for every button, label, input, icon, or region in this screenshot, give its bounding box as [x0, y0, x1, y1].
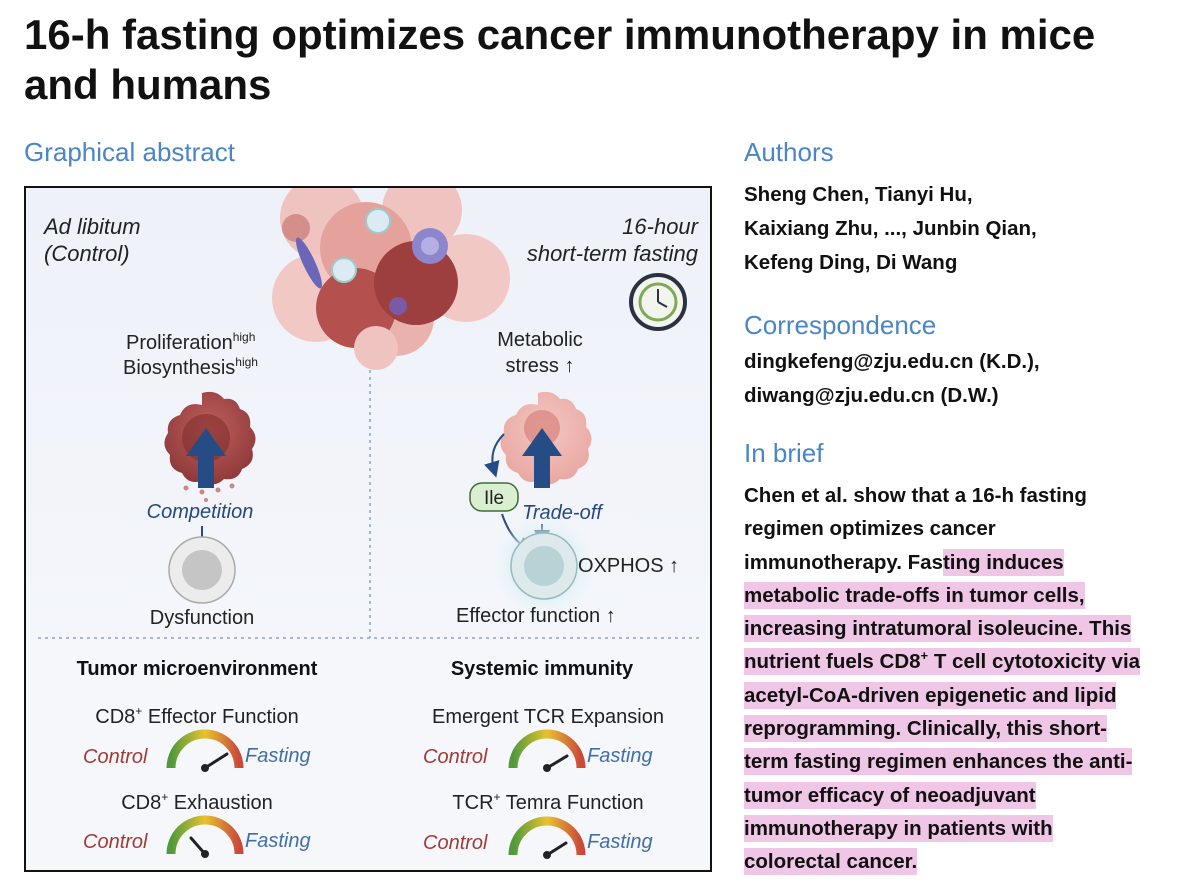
gauge-tcr-temra: [508, 816, 586, 859]
systemic-immunity-heading: Systemic immunity: [451, 658, 634, 680]
brief-sup: +: [920, 648, 929, 664]
oxphos-label: OXPHOS ↑: [578, 555, 679, 577]
lower-panel-background: [26, 638, 710, 870]
gauge-cd8-exhaustion: [166, 815, 244, 858]
correspondence-heading: Correspondence: [744, 310, 937, 340]
proliferation-text: Proliferation: [126, 332, 233, 354]
in-brief-heading: In brief: [744, 438, 824, 468]
metabolic-label: Metabolic: [497, 329, 583, 351]
brief-highlight: metabolic trade-offs in tumor cells,: [744, 581, 1085, 609]
gauge-cd8-effector: [166, 729, 244, 772]
effector-function-label: Effector function ↑: [456, 605, 616, 627]
control-label: Control: [83, 746, 148, 768]
fasting-label: Fasting: [587, 831, 653, 853]
isoleucine-label: Ile: [484, 488, 504, 509]
cd8-exhaustion-label: CD8+ Exhaustion: [121, 790, 273, 814]
in-brief-text: Chen et al. show that a 16-h fasting reg…: [744, 479, 1194, 879]
brief-line: acetyl-CoA-driven epigenetic and lipid: [744, 679, 1194, 712]
authors-line: Sheng Chen, Tianyi Hu,: [744, 183, 973, 206]
condition-control: (Control): [44, 241, 130, 266]
tumor-microenvironment-heading: Tumor microenvironment: [77, 658, 318, 680]
cd8-prefix: CD8: [121, 792, 161, 814]
graphical-abstract-svg: Ad libitum (Control) 16-hour short-term …: [26, 188, 710, 870]
condition-ad-libitum: Ad libitum: [42, 214, 141, 239]
brief-highlight: ting induces: [942, 548, 1064, 576]
fasting-label: Fasting: [245, 745, 311, 767]
brief-highlight: increasing intratumoral isoleucine. This: [744, 615, 1132, 643]
biosynthesis-sup: high: [235, 355, 258, 369]
dots: [183, 483, 235, 502]
brief-text-span: regimen optimizes cancer: [744, 517, 996, 541]
dysfunction-label: Dysfunction: [150, 607, 255, 629]
tcr-temra-label: TCR+ Temra Function: [452, 790, 643, 814]
brief-line: reprogramming. Clinically, this short-: [744, 712, 1194, 745]
authors-heading: Authors: [744, 137, 834, 167]
brief-line: Chen et al. show that a 16-h fasting: [744, 479, 1194, 512]
graphical-abstract-heading: Graphical abstract: [24, 137, 235, 167]
clock-icon: [629, 273, 687, 331]
cd8-effector-function-label: CD8+ Effector Function: [95, 704, 298, 728]
brief-line: immunotherapy. Fasting induces: [744, 546, 1194, 579]
tcr-sup: +: [494, 790, 501, 804]
metabolic-stress-label: stress ↑: [506, 355, 575, 377]
proliferation-label: Proliferationhigh: [126, 330, 255, 354]
graphical-abstract-figure: Ad libitum (Control) 16-hour short-term …: [24, 186, 712, 872]
brief-text-span: Chen et al. show that a 16-h fasting: [744, 484, 1087, 507]
brief-line: regimen optimizes cancer: [744, 512, 1194, 545]
brief-line: term fasting regimen enhances the anti-: [744, 745, 1194, 778]
brief-highlight: term fasting regimen enhances the anti-: [744, 748, 1133, 776]
cd8-exhaustion-text: Exhaustion: [168, 792, 273, 814]
brief-line: colorectal cancer.: [744, 845, 1194, 878]
fasting-label: Fasting: [245, 830, 311, 852]
correspondence-list: dingkefeng@zju.edu.cn (K.D.), diwang@zju…: [744, 345, 1184, 413]
brief-highlight: immunotherapy in patients with: [744, 814, 1053, 842]
brief-text-span: immunotherapy. Fas: [744, 550, 943, 574]
competition-label: Competition: [147, 501, 254, 523]
control-label: Control: [83, 831, 148, 853]
brief-highlight: tumor efficacy of neoadjuvant: [744, 781, 1036, 809]
correspondence-email[interactable]: dingkefeng@zju.edu.cn (K.D.),: [744, 350, 1040, 373]
upward-arrow-control: [186, 428, 226, 488]
condition-short-term-fasting: short-term fasting: [527, 241, 699, 266]
t-cell-effector: [492, 514, 596, 618]
brief-line: increasing intratumoral isoleucine. This: [744, 612, 1194, 645]
brief-line: tumor efficacy of neoadjuvant: [744, 779, 1194, 812]
brief-highlight: nutrient fuels CD8+ T cell cytotoxicity …: [744, 648, 1141, 676]
cd8-effector-text: Effector Function: [142, 706, 298, 728]
control-label: Control: [423, 746, 488, 768]
biosynthesis-label: Biosynthesishigh: [123, 355, 258, 379]
t-cell-dysfunctional: [168, 536, 236, 604]
cd8-prefix: CD8: [95, 706, 135, 728]
isoleucine-badge: [469, 482, 519, 512]
tumor-cluster-illustration: [272, 188, 510, 370]
control-label: Control: [423, 832, 488, 854]
tcr-temra-text: Temra Function: [501, 792, 644, 814]
ile-release-arrow: [484, 433, 505, 478]
cd8-sup: +: [161, 790, 168, 804]
brief-text-span: T cell cytotoxicity via: [928, 650, 1141, 674]
brief-line: nutrient fuels CD8+ T cell cytotoxicity …: [744, 645, 1194, 678]
condition-16-hour: 16-hour: [622, 214, 700, 239]
brief-highlight: colorectal cancer.: [744, 848, 918, 876]
brief-text-span: nutrient fuels CD8: [744, 650, 921, 674]
emergent-tcr-label: Emergent TCR Expansion: [432, 706, 664, 728]
biosynthesis-text: Biosynthesis: [123, 357, 235, 379]
authors-list: Sheng Chen, Tianyi Hu, Kaixiang Zhu, ...…: [744, 178, 1184, 280]
paper-title: 16-h fasting optimizes cancer immunother…: [24, 11, 1096, 108]
authors-line: Kaixiang Zhu, ..., Junbin Qian,: [744, 217, 1037, 240]
tcr-prefix: TCR: [452, 792, 493, 814]
brief-line: immunotherapy in patients with: [744, 812, 1194, 845]
brief-highlight: acetyl-CoA-driven epigenetic and lipid: [744, 681, 1117, 709]
correspondence-email[interactable]: diwang@zju.edu.cn (D.W.): [744, 384, 999, 407]
brief-line: metabolic trade-offs in tumor cells,: [744, 579, 1194, 612]
upward-arrow-fasting: [522, 428, 562, 488]
brief-highlight: reprogramming. Clinically, this short-: [744, 715, 1107, 743]
cd8-sup: +: [135, 704, 142, 718]
proliferation-sup: high: [233, 330, 256, 344]
authors-line: Kefeng Ding, Di Wang: [744, 251, 958, 274]
fasting-label: Fasting: [587, 745, 653, 767]
gauge-emergent-tcr: [508, 729, 586, 772]
